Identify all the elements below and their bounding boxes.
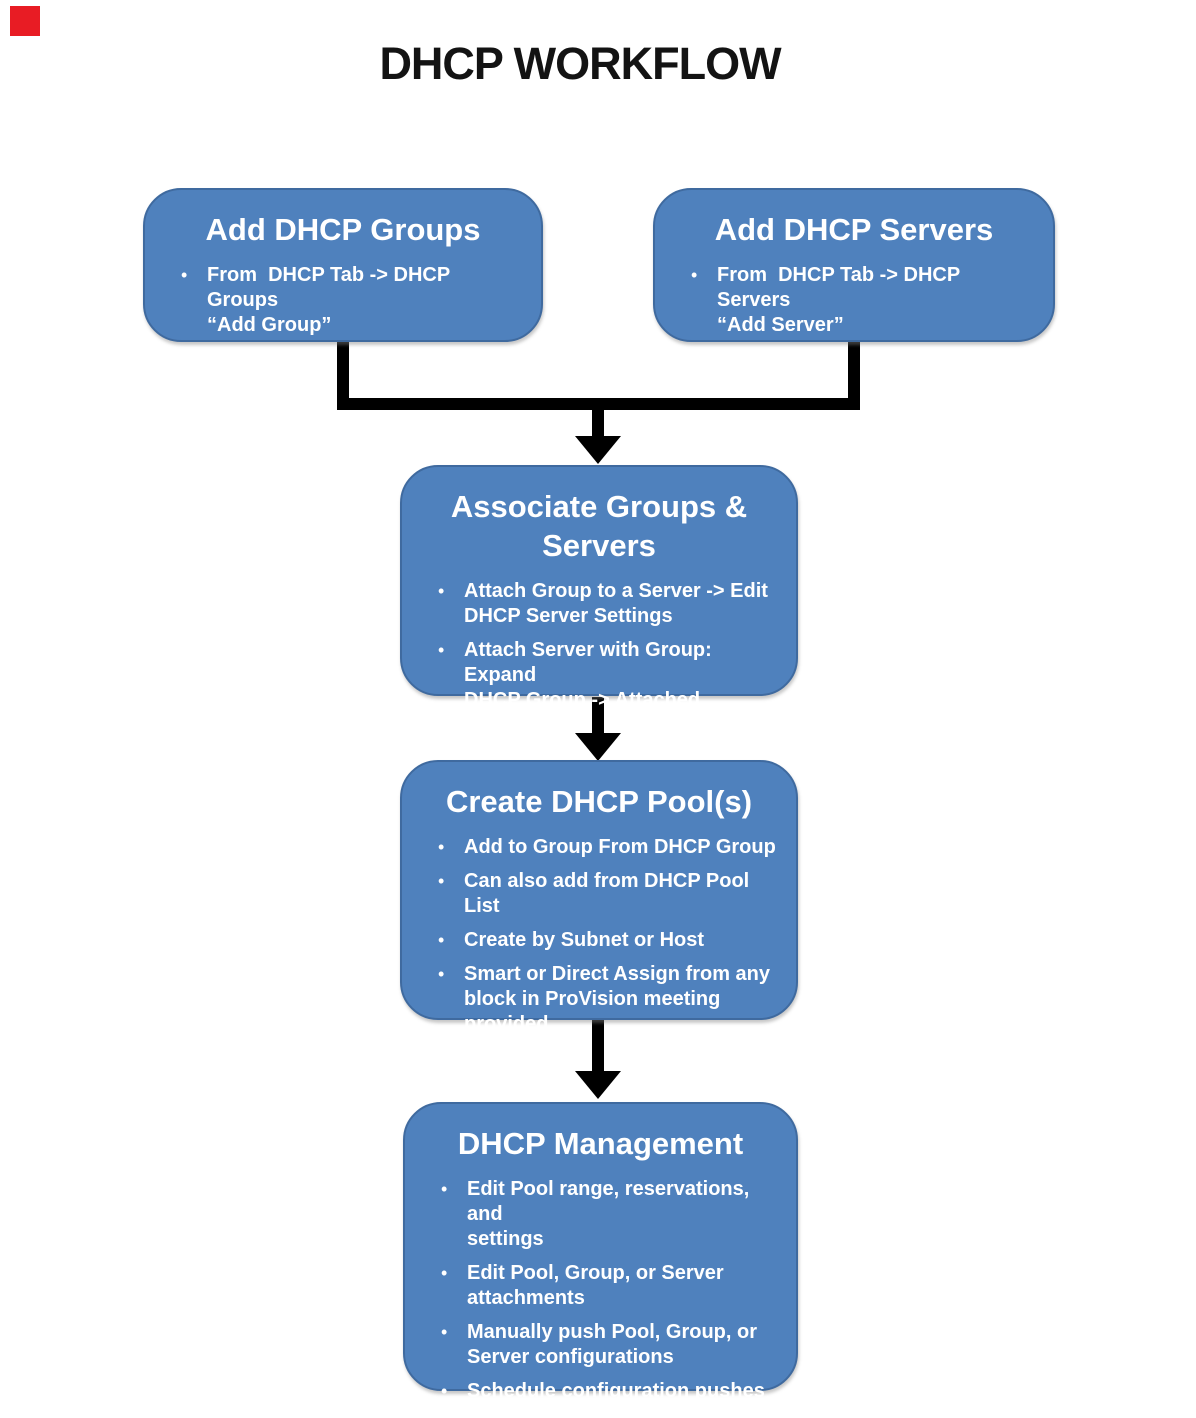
list-item: • Schedule configuration pushes — [441, 1379, 778, 1404]
page-title: DHCP WORKFLOW — [379, 38, 781, 89]
list-item: • Edit Pool range, reservations, and set… — [441, 1177, 778, 1252]
list-item: • Attach Server with Group: Expand DHCP … — [438, 638, 778, 738]
list-item: • Add to Group From DHCP Group — [438, 835, 778, 860]
arrowhead-to-associate — [575, 436, 621, 464]
bullet-list: • Add to Group From DHCP Group • Can als… — [402, 835, 796, 1062]
box-title: Add DHCP Groups — [205, 212, 481, 247]
bullet-dot-icon: • — [441, 1381, 448, 1401]
bullet-dot-icon: • — [441, 1263, 448, 1283]
arrow-stem-to-create — [592, 697, 604, 735]
bullet-text: Attach Group to a Server -> Edit DHCP Se… — [464, 580, 768, 627]
bullet-list: • Attach Group to a Server -> Edit DHCP … — [402, 579, 796, 738]
bullet-list: • Edit Pool range, reservations, and set… — [405, 1177, 796, 1404]
list-item: • Edit Pool, Group, or Server attachment… — [441, 1261, 778, 1311]
bullet-text: Edit Pool range, reservations, and setti… — [467, 1178, 750, 1250]
connector-stem-servers — [848, 340, 860, 402]
arrowhead-to-create — [575, 733, 621, 761]
bullet-dot-icon: • — [691, 265, 698, 285]
bullet-dot-icon: • — [441, 1179, 448, 1199]
bullet-dot-icon: • — [441, 1322, 448, 1342]
bullet-text: Create by Subnet or Host — [464, 929, 705, 951]
box-title: DHCP Management — [457, 1126, 744, 1161]
bullet-list: • From DHCP Tab -> DHCP Groups “Add Grou… — [145, 263, 541, 338]
bullet-text: Smart or Direct Assign from any block in… — [464, 963, 771, 1060]
box-title: Add DHCP Servers — [714, 212, 994, 247]
list-item: • From DHCP Tab -> DHCP Servers “Add Ser… — [691, 263, 1035, 338]
list-item: • Smart or Direct Assign from any block … — [438, 962, 778, 1062]
bullet-dot-icon: • — [438, 930, 445, 950]
bullet-text: From DHCP Tab -> DHCP Groups “Add Group” — [207, 264, 450, 336]
red-corner-marker-icon — [10, 6, 40, 36]
box-dhcp-management: DHCP Management • Edit Pool range, reser… — [403, 1102, 798, 1402]
bullet-text: From DHCP Tab -> DHCP Servers “Add Serve… — [717, 264, 960, 336]
list-item: • From DHCP Tab -> DHCP Groups “Add Grou… — [181, 263, 523, 338]
connector-stem-groups — [337, 340, 349, 402]
bullet-dot-icon: • — [438, 871, 445, 891]
bullet-text: Attach Server with Group: Expand DHCP Gr… — [464, 639, 712, 736]
bullet-dot-icon: • — [438, 581, 445, 601]
box-add-dhcp-groups: Add DHCP Groups • From DHCP Tab -> DHCP … — [143, 188, 543, 342]
bullet-text: Edit Pool, Group, or Server attachments — [467, 1262, 724, 1309]
arrow-stem-to-associate — [592, 404, 604, 438]
arrowhead-to-management — [575, 1071, 621, 1099]
box-associate-groups-servers: Associate Groups & Servers • Attach Grou… — [400, 465, 798, 736]
bullet-text: Manually push Pool, Group, or Server con… — [467, 1321, 758, 1368]
list-item: • Attach Group to a Server -> Edit DHCP … — [438, 579, 778, 629]
bullet-dot-icon: • — [438, 964, 445, 984]
bullet-text: Add to Group From DHCP Group — [464, 836, 776, 858]
list-item: • Manually push Pool, Group, or Server c… — [441, 1320, 778, 1370]
box-title: Associate Groups & Servers — [450, 489, 748, 563]
box-title: Create DHCP Pool(s) — [445, 784, 753, 819]
list-item: • Can also add from DHCP Pool List — [438, 869, 778, 919]
list-item: • Create by Subnet or Host — [438, 928, 778, 953]
arrow-stem-to-management — [592, 1019, 604, 1073]
bullet-list: • From DHCP Tab -> DHCP Servers “Add Ser… — [655, 263, 1053, 338]
bullet-text: Can also add from DHCP Pool List — [464, 870, 755, 917]
bullet-dot-icon: • — [438, 837, 445, 857]
box-add-dhcp-servers: Add DHCP Servers • From DHCP Tab -> DHCP… — [653, 188, 1055, 342]
bullet-text: Schedule configuration pushes — [467, 1380, 765, 1402]
bullet-dot-icon: • — [438, 640, 445, 660]
bullet-dot-icon: • — [181, 265, 188, 285]
box-create-dhcp-pools: Create DHCP Pool(s) • Add to Group From … — [400, 760, 798, 1060]
